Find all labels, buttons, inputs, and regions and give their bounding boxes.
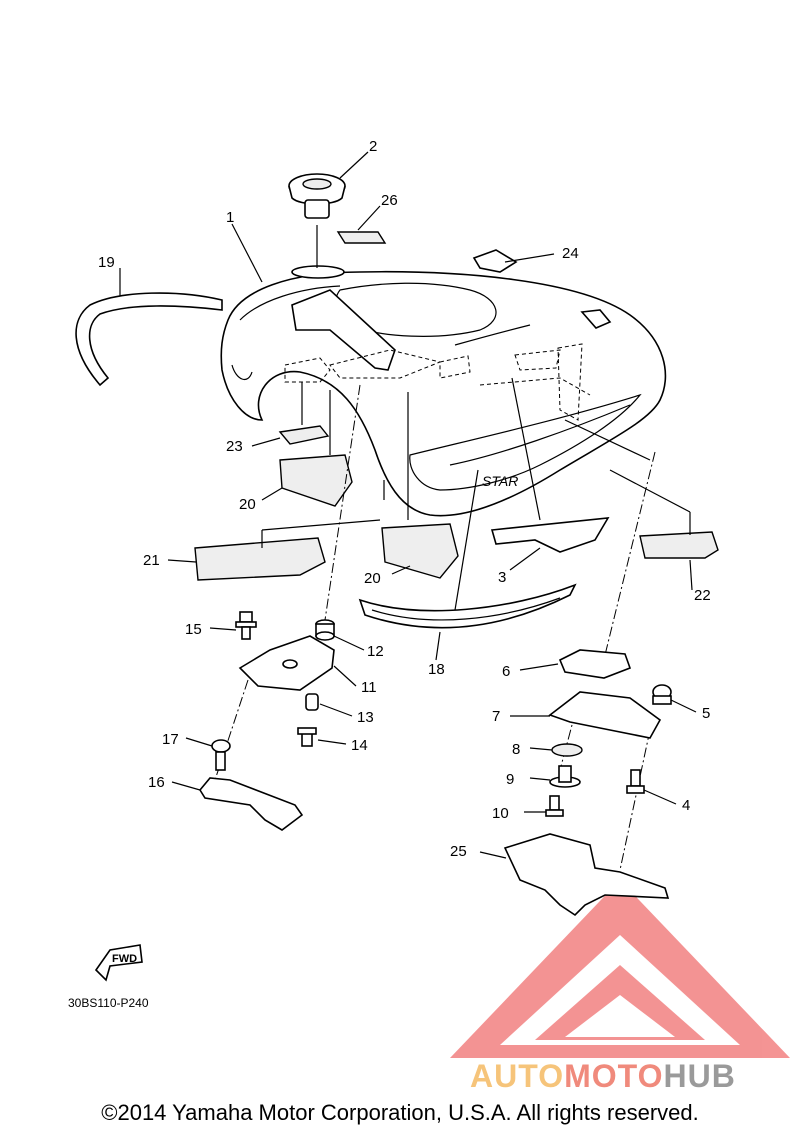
fwd-arrow-icon <box>94 944 143 982</box>
bracket-16 <box>199 777 304 831</box>
side-trim-19 <box>75 292 223 387</box>
pad-21 <box>194 537 326 581</box>
callout-22: 22 <box>694 587 711 604</box>
callout-1: 1 <box>226 209 234 226</box>
watermark-part1: AUTO <box>470 1058 565 1094</box>
tank-bracket <box>291 289 396 371</box>
watermark-part2: MOTO <box>564 1058 664 1094</box>
callout-20-right: 20 <box>364 570 381 587</box>
callout-11: 11 <box>361 679 377 696</box>
collar-9 <box>549 765 581 788</box>
bracket-25 <box>503 833 670 917</box>
rubber-6 <box>558 649 632 679</box>
tank-logo-text: STAR <box>482 473 518 489</box>
callout-21: 21 <box>143 552 160 569</box>
watermark-text: AUTOMOTOHUB <box>470 1058 736 1095</box>
callout-24: 24 <box>562 245 579 262</box>
caution-label <box>336 231 387 244</box>
fwd-label: FWD <box>112 953 137 965</box>
screw-17 <box>211 739 231 771</box>
callout-2: 2 <box>369 138 377 155</box>
callout-8: 8 <box>512 741 520 758</box>
callout-20-left: 20 <box>239 496 256 513</box>
callout-14: 14 <box>351 737 368 754</box>
callout-5: 5 <box>702 705 710 722</box>
bolt-10 <box>545 795 564 817</box>
bracket-7 <box>548 691 662 739</box>
callout-7: 7 <box>492 708 500 725</box>
reference-code: 30BS110-P240 <box>68 996 149 1010</box>
callout-17: 17 <box>162 731 179 748</box>
callout-4: 4 <box>682 797 690 814</box>
pad-23 <box>278 425 330 445</box>
callout-18: 18 <box>428 661 445 678</box>
pad-20-right <box>381 523 459 579</box>
pad-22 <box>639 531 719 559</box>
callout-26: 26 <box>381 192 398 209</box>
callout-12: 12 <box>367 643 384 660</box>
washer-8 <box>551 743 583 757</box>
trim-strip-18 <box>358 583 577 629</box>
watermark-logo-icon <box>450 880 790 1058</box>
bolt-14 <box>297 727 317 747</box>
callout-3: 3 <box>498 569 506 586</box>
bolt-15 <box>235 611 257 640</box>
callout-9: 9 <box>506 771 514 788</box>
nut-5 <box>652 684 672 705</box>
callout-19: 19 <box>98 254 115 271</box>
fuel-cap <box>288 173 346 219</box>
callout-25: 25 <box>450 843 467 860</box>
bolt-4 <box>626 769 645 794</box>
callout-23: 23 <box>226 438 243 455</box>
watermark-part3: HUB <box>663 1058 736 1094</box>
callout-16: 16 <box>148 774 165 791</box>
collar-13 <box>305 693 319 711</box>
callout-6: 6 <box>502 663 510 680</box>
pad-20-left <box>279 454 353 507</box>
panel-3 <box>490 517 610 553</box>
grommet-12 <box>315 619 335 641</box>
callout-13: 13 <box>357 709 374 726</box>
callout-15: 15 <box>185 621 202 638</box>
emblem <box>472 249 518 273</box>
copyright-text: ©2014 Yamaha Motor Corporation, U.S.A. A… <box>101 1100 699 1125</box>
callout-10: 10 <box>492 805 509 822</box>
